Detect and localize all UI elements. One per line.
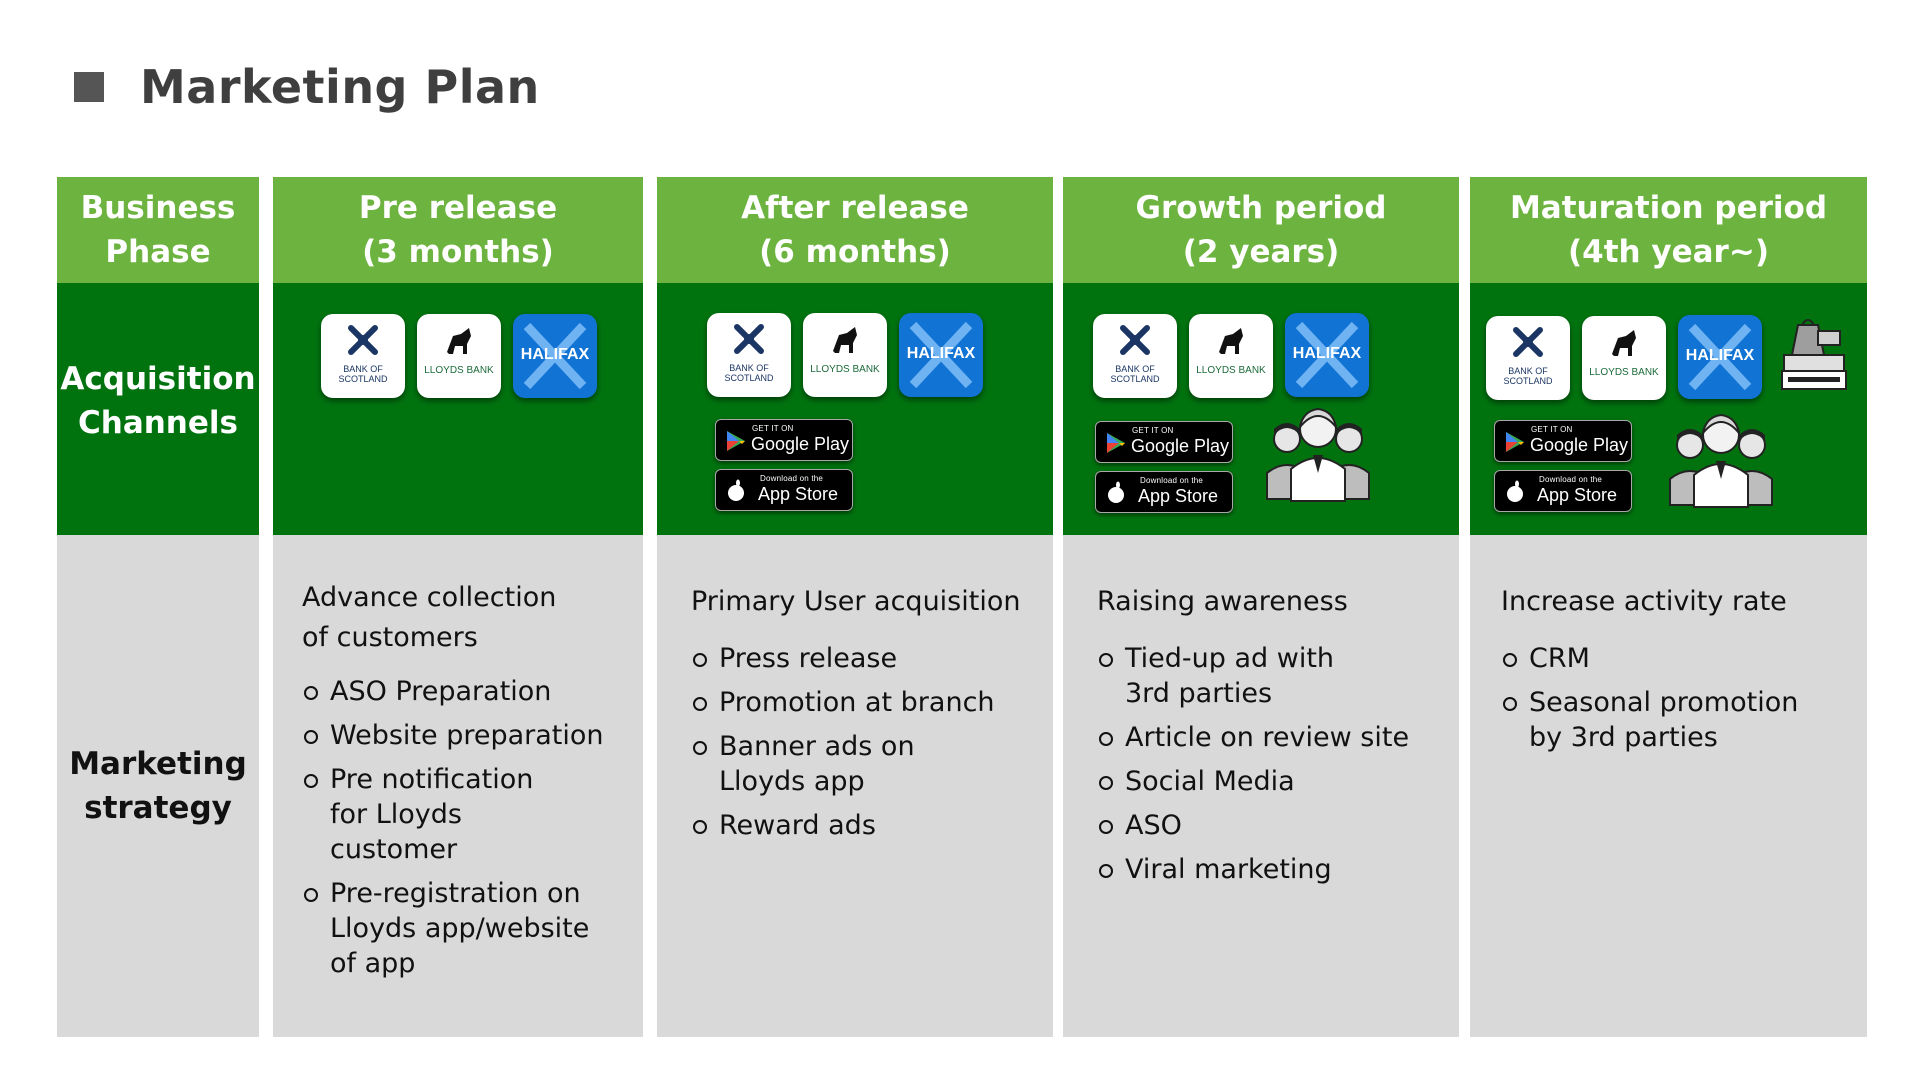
list-item: Seasonal promotion by 3rd parties [1501, 685, 1831, 755]
acquisition-channels-label: Acquisition Channels [57, 283, 259, 535]
halifax-icon: HALIFAX [1285, 313, 1369, 397]
list-item: Press release [691, 641, 1021, 676]
lloyds-bank-icon: LLOYDS BANK [417, 314, 501, 398]
google-play-badge[interactable]: GET IT ON Google Play [1095, 421, 1233, 463]
strategy-title: Advance collection of customers [302, 582, 557, 653]
app-store-badge[interactable]: Download on the App Store [1494, 470, 1632, 512]
strategy-cell: Increase activity rate CRM Seasonal prom… [1470, 535, 1867, 1037]
strategy-title: Primary User acquisition [691, 586, 1021, 617]
apple-icon [1108, 481, 1124, 503]
list-item: Social Media [1097, 764, 1417, 799]
strategy-cell: Primary User acquisition Press release P… [657, 535, 1053, 1037]
phase-header: Maturation period (4th year~) [1470, 177, 1867, 283]
phase-header: Growth period (2 years) [1063, 177, 1459, 283]
people-group-icon [1669, 413, 1773, 508]
list-item: ASO Preparation [302, 674, 622, 709]
row-label-column: Business Phase Acquisition Channels Mark… [57, 177, 259, 1037]
google-play-icon [1107, 433, 1125, 453]
halifax-icon: HALIFAX [1678, 315, 1762, 399]
lloyds-bank-icon: LLOYDS BANK [803, 313, 887, 397]
phase-header: Pre release (3 months) [273, 177, 643, 283]
app-store-badge[interactable]: Download on the App Store [715, 469, 853, 511]
phase-header: After release (6 months) [657, 177, 1053, 283]
list-item: Banner ads on Lloyds app [691, 729, 991, 799]
title-bullet-square [74, 72, 104, 102]
google-play-icon [727, 431, 745, 451]
google-play-badge[interactable]: GET IT ON Google Play [715, 419, 853, 461]
strategy-title: Raising awareness [1097, 586, 1348, 617]
list-item: Tied-up ad with 3rd parties [1097, 641, 1387, 711]
lloyds-bank-icon: LLOYDS BANK [1189, 314, 1273, 398]
google-play-icon [1506, 432, 1524, 452]
strategy-list: Tied-up ad with 3rd parties Article on r… [1097, 641, 1417, 896]
halifax-icon: HALIFAX [513, 314, 597, 398]
marketing-strategy-label: Marketing strategy [57, 535, 259, 1037]
list-item: Website preparation [302, 718, 622, 753]
people-group-icon [1266, 407, 1370, 502]
list-item: Pre-registration on Lloyds app/website o… [302, 876, 592, 981]
list-item: CRM [1501, 641, 1841, 676]
slide-title-text: Marketing Plan [140, 60, 540, 114]
list-item: Promotion at branch [691, 685, 1021, 720]
business-phase-label: Business Phase [57, 177, 259, 283]
strategy-cell: Advance collection of customers ASO Prep… [273, 535, 643, 1037]
app-store-badge[interactable]: Download on the App Store [1095, 471, 1233, 513]
list-item: Article on review site [1097, 720, 1417, 755]
lloyds-bank-icon: LLOYDS BANK [1582, 316, 1666, 400]
list-item: Pre notification for Lloyds customer [302, 762, 572, 867]
apple-icon [728, 479, 744, 501]
strategy-list: ASO Preparation Website preparation Pre … [302, 674, 622, 990]
list-item: Viral marketing [1097, 852, 1417, 887]
strategy-title: Increase activity rate [1501, 586, 1787, 617]
list-item: Reward ads [691, 808, 1021, 843]
shopping-bag-register-icon [1781, 319, 1847, 390]
apple-icon [1507, 480, 1523, 502]
strategy-list: Press release Promotion at branch Banner… [691, 641, 1021, 852]
list-item: ASO [1097, 808, 1417, 843]
slide-title: Marketing Plan [74, 60, 540, 114]
strategy-cell: Raising awareness Tied-up ad with 3rd pa… [1063, 535, 1459, 1037]
halifax-icon: HALIFAX [899, 313, 983, 397]
strategy-list: CRM Seasonal promotion by 3rd parties [1501, 641, 1841, 764]
google-play-badge[interactable]: GET IT ON Google Play [1494, 420, 1632, 462]
